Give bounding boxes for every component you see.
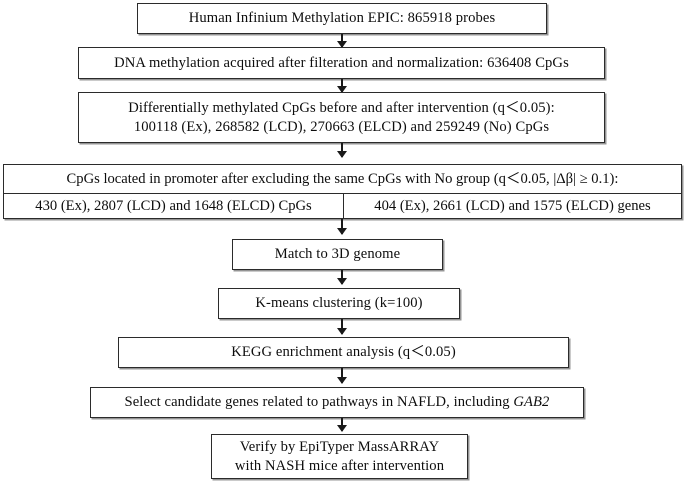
flow-node-header: CpGs located in promoter after excluding… [4,165,681,194]
connector-n8-n9 [341,418,343,431]
flow-node-line: Select candidate genes related to pathwa… [125,393,550,412]
arrowhead-n5-n6 [337,278,347,285]
flow-node-line: with NASH mice after intervention [234,457,445,474]
connector-n5-n6 [341,270,343,284]
flow-node-dna-methylation-filtration: DNA methylation acquired after filterati… [78,47,605,79]
flow-node-line: Match to 3D genome [274,246,401,263]
arrowhead-n1-n2 [337,41,347,48]
flow-node-line: Human Infinium Methylation EPIC: 865918 … [188,10,496,27]
connector-n7-n8 [341,368,343,383]
flow-node-line: 100118 (Ex), 268582 (LCD), 270663 (ELCD)… [133,118,550,135]
arrowhead-n6-n7 [337,328,347,335]
flow-node-line: DNA methylation acquired after filterati… [114,54,569,71]
flow-node-line: Verify by EpiTyper MassARRAY [239,438,440,455]
flow-node-select-candidate-genes: Select candidate genes related to pathwa… [90,387,584,418]
arrowhead-n4-n5 [337,228,347,235]
connector-n1-n2 [341,34,343,47]
flow-node-differentially-methylated-cpgs: Differentially methylated CpGs before an… [78,92,605,143]
flow-node-cpgs-located-in-promoter: CpGs located in promoter after excluding… [3,164,682,219]
connector-n4-n5 [341,219,343,234]
flow-node-kegg-enrichment-analysis: KEGG enrichment analysis (q＜0.05) [118,337,569,368]
flow-node-match-to-3d-genome: Match to 3D genome [232,239,443,270]
flow-node-body: 430 (Ex), 2807 (LCD) and 1648 (ELCD) CpG… [4,194,681,218]
flow-node-cell-genes: 404 (Ex), 2661 (LCD) and 1575 (ELCD) gen… [374,197,651,214]
flow-node-verify-epityper-massarray: Verify by EpiTyper MassARRAY with NASH m… [211,434,468,479]
flow-node-line: KEGG enrichment analysis (q＜0.05) [231,344,456,361]
gene-name-gab2: GAB2 [513,394,550,411]
connector-n2-n3 [341,79,343,92]
arrowhead-n3-n4 [337,151,347,158]
arrowhead-n2-n3 [337,86,347,93]
connector-n6-n7 [341,319,343,334]
flow-node-line: Differentially methylated CpGs before an… [128,99,555,116]
flow-node-line: K-means clustering (k=100) [255,295,423,312]
arrowhead-n8-n9 [337,425,347,432]
flow-node-text-prefix: Select candidate genes related to pathwa… [124,394,514,411]
flow-node-cell-cpgs: 430 (Ex), 2807 (LCD) and 1648 (ELCD) CpG… [4,194,344,218]
arrowhead-n7-n8 [337,377,347,384]
flow-node-human-infinium-methylation-epic: Human Infinium Methylation EPIC: 865918 … [137,3,547,34]
flow-node-k-means-clustering: K-means clustering (k=100) [218,288,460,319]
connector-n3-n4 [341,143,343,157]
